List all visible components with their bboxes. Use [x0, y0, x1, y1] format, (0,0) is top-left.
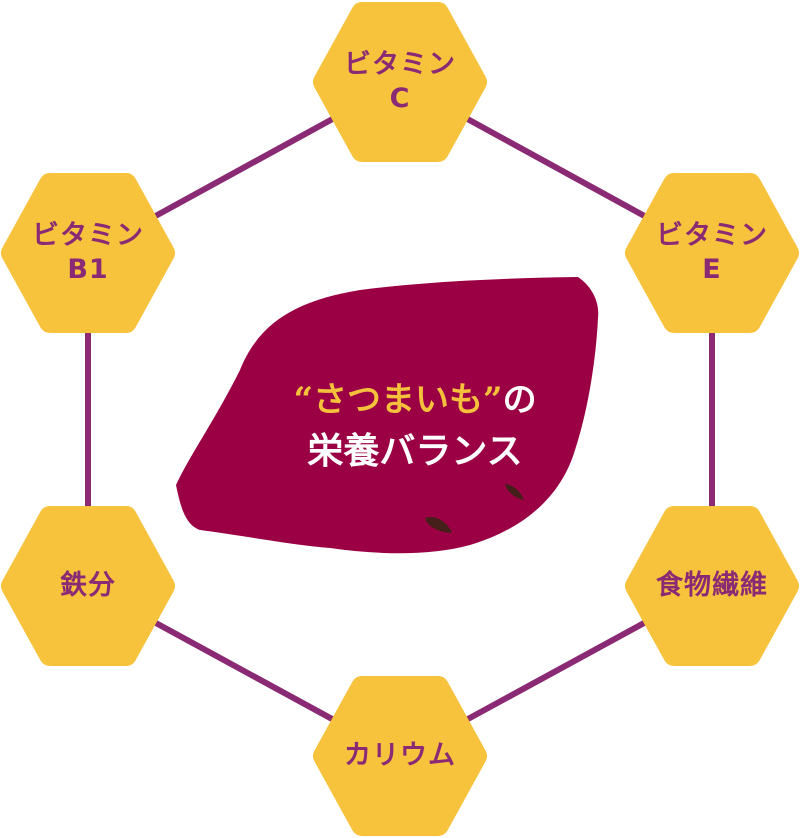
nutrient-hexagon: [313, 2, 487, 162]
nutrient-label: 鉄分: [60, 570, 116, 601]
nutrient-hexagon: [1, 173, 175, 333]
quote-open: “: [293, 380, 313, 420]
title-line1: “さつまいも”の: [230, 372, 600, 421]
nutrient-hexagon: [625, 506, 799, 666]
sweet-potato: [176, 277, 599, 554]
nutrient-iron: 鉄分: [0, 569, 176, 603]
nutrient-label-sub: E: [702, 254, 722, 285]
nutrient-hexagon: [313, 676, 487, 836]
nutrient-hexagon: [1, 506, 175, 666]
title-particle: の: [502, 380, 537, 420]
nutrient-fiber: 食物繊維: [624, 569, 800, 603]
nutrient-label: カリウム: [344, 740, 456, 771]
quote-close: ”: [483, 380, 503, 420]
nutrient-label: ビタミン: [656, 220, 768, 251]
potato-eye: [425, 516, 452, 533]
nutrient-label: 食物繊維: [656, 570, 768, 601]
product-name: さつまいも: [313, 380, 483, 420]
title-line2: 栄養バランス: [307, 430, 523, 472]
nutrient-label-sub: B1: [67, 254, 109, 285]
potato-eye: [505, 484, 524, 500]
nutrient-hexagon: [625, 173, 799, 333]
nutrient-potassium: カリウム: [312, 739, 488, 773]
nutrient-label: ビタミン: [32, 220, 144, 251]
nutrient-label: ビタミン: [344, 49, 456, 80]
nutrient-label-sub: C: [389, 83, 411, 114]
